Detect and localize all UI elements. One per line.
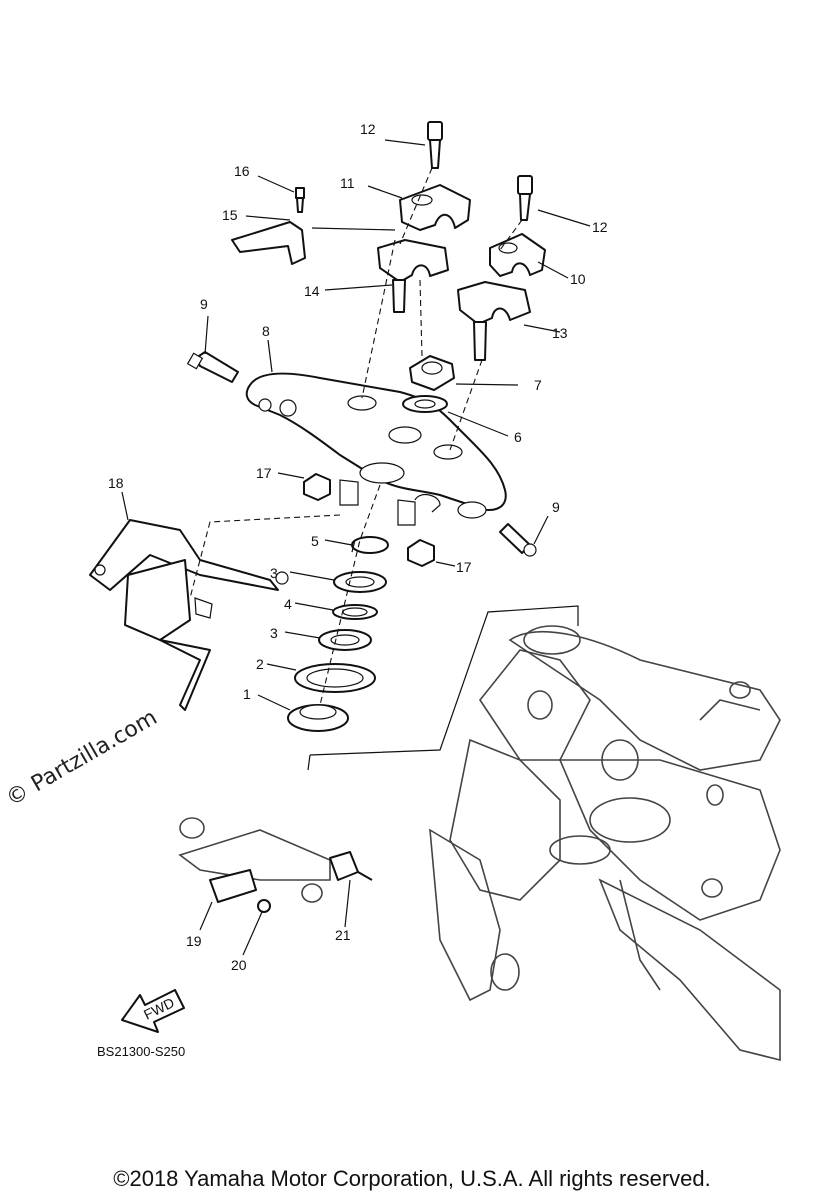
callout-12-top: 12 bbox=[360, 121, 376, 137]
nut-17-left bbox=[303, 473, 331, 501]
washer-6 bbox=[402, 395, 448, 413]
callout-15: 15 bbox=[222, 207, 238, 223]
callout-10: 10 bbox=[570, 271, 586, 287]
nut-17-right bbox=[407, 539, 435, 567]
bolt-12-left bbox=[427, 121, 443, 169]
bearing-race-2 bbox=[294, 663, 376, 693]
bracket-assembly-18 bbox=[89, 519, 289, 711]
callout-20: 20 bbox=[231, 957, 247, 973]
callouts: 1 2 3 3 4 5 6 7 8 9 9 10 11 12 12 13 14 … bbox=[108, 121, 608, 973]
bearing-1 bbox=[287, 704, 349, 732]
callout-9-right: 9 bbox=[552, 499, 560, 515]
sensor-21 bbox=[329, 851, 373, 881]
bracket-19 bbox=[209, 869, 257, 903]
callout-19: 19 bbox=[186, 933, 202, 949]
callout-5: 5 bbox=[311, 533, 319, 549]
callout-9-left: 9 bbox=[200, 296, 208, 312]
bolt-9-left bbox=[186, 351, 239, 383]
callout-18: 18 bbox=[108, 475, 124, 491]
leader-lines bbox=[121, 139, 591, 956]
callout-11: 11 bbox=[340, 175, 355, 191]
callout-1: 1 bbox=[243, 686, 251, 702]
callout-3-upper: 3 bbox=[270, 565, 278, 581]
upper-bracket-8 bbox=[245, 372, 507, 526]
handlebar-holder-upper-10 bbox=[489, 233, 546, 277]
assembly-outline bbox=[307, 605, 579, 771]
callout-17-left: 17 bbox=[256, 465, 272, 481]
callout-6: 6 bbox=[514, 429, 522, 445]
diagram-code: BS21300-S250 bbox=[97, 1044, 186, 1059]
bolt-9-right bbox=[499, 523, 537, 557]
screw-20 bbox=[257, 899, 271, 913]
fwd-arrow-icon: FWD bbox=[121, 989, 185, 1033]
ring-nut-3-upper bbox=[333, 571, 387, 593]
handlebar-holder-lower-14 bbox=[377, 239, 449, 313]
callout-17-right: 17 bbox=[456, 559, 472, 575]
callout-7: 7 bbox=[534, 377, 542, 393]
callout-2: 2 bbox=[256, 656, 264, 672]
bolt-12-right bbox=[517, 175, 533, 221]
ring-nut-3-lower bbox=[318, 629, 372, 651]
callout-3-lower: 3 bbox=[270, 625, 278, 641]
lower-bracket-group bbox=[178, 817, 373, 913]
washer-4 bbox=[332, 604, 378, 620]
screw-16 bbox=[295, 187, 305, 213]
handlebar-holder-lower-13 bbox=[457, 281, 531, 361]
washer-5 bbox=[351, 536, 389, 554]
callout-4: 4 bbox=[284, 596, 292, 612]
callout-14: 14 bbox=[304, 283, 320, 299]
bracket-15 bbox=[231, 221, 306, 265]
callout-8: 8 bbox=[262, 323, 270, 339]
callout-16: 16 bbox=[234, 163, 250, 179]
handlebar-holder-upper-11 bbox=[399, 184, 471, 231]
copyright-notice: ©2018 Yamaha Motor Corporation, U.S.A. A… bbox=[113, 1166, 711, 1191]
frame-drawing bbox=[429, 625, 781, 1062]
nut-7 bbox=[409, 355, 455, 391]
callout-13: 13 bbox=[552, 325, 568, 341]
callout-12-right: 12 bbox=[592, 219, 608, 235]
callout-21: 21 bbox=[335, 927, 351, 943]
